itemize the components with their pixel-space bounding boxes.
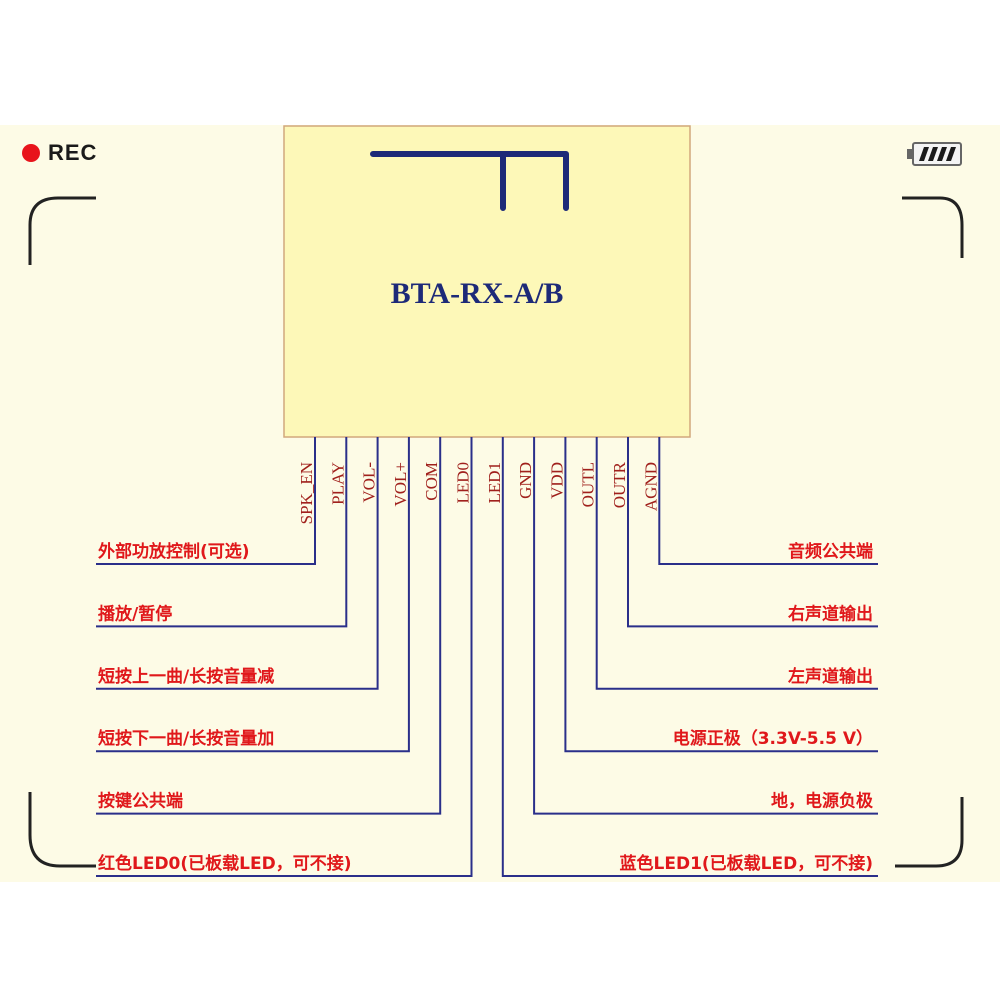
pin-description-vol: 短按下一曲/长按音量加 [98,728,274,749]
corner-bottom-right [895,797,964,868]
wire-outl [595,437,878,690]
wire-spk-en [96,437,316,565]
wire-vdd [564,437,878,753]
wire-outr [627,437,878,628]
corner-top-right [902,196,964,258]
pin-label-spk-en: SPK_EN [297,462,316,524]
pin-description-spk-en: 外部功放控制(可选) [98,541,250,562]
module-title: BTA-RX-A/B [391,277,564,310]
pin-label-vol: VOL+ [391,462,410,507]
pin-label-play: PLAY [328,462,347,505]
pin-description-play: 播放/暂停 [98,603,172,624]
pin-description-vdd: 电源正极（3.3V-5.5 V） [673,728,873,749]
pin-label-vol: VOL- [360,462,379,503]
pcb-antenna-icon [370,151,569,211]
pin-description-outl: 左声道输出 [788,666,873,687]
wire-led0 [96,437,473,877]
wire-play [96,437,348,628]
record-dot-icon [22,144,40,162]
wire-vol [96,437,379,690]
viewfinder-corners [28,196,964,868]
pin-description-com: 按键公共端 [98,791,183,812]
pin-description-vol: 短按上一曲/长按音量减 [98,666,274,687]
pin-label-com: COM [422,462,441,501]
pin-label-led0: LED0 [454,462,473,504]
corner-bottom-left [28,792,96,868]
pin-description-outr: 右声道输出 [788,603,873,624]
wire-vol [96,437,410,753]
pin-label-outr: OUTR [610,461,629,508]
pin-description-led1: 蓝色LED1(已板载LED，可不接) [620,853,873,874]
pin-label-led1: LED1 [485,462,504,504]
pin-label-gnd: GND [516,462,535,499]
wire-gnd [533,437,878,815]
wire-com [96,437,442,815]
wire-led1 [501,437,878,877]
recording-indicator: REC [22,140,97,166]
pin-description-agnd: 音频公共端 [788,541,873,562]
pin-description-gnd: 地，电源负极 [771,791,873,812]
wire-agnd [658,437,878,565]
pin-descriptions: 外部功放控制(可选) 播放/暂停短按上一曲/长按音量减短按下一曲/长按音量加按键公… [98,541,873,874]
module-box [283,125,691,438]
pin-labels: SPK_EN PLAY VOL- VOL+ COM LED0 LED1 GND VDD OUTL O… [297,461,660,524]
corner-top-left [28,196,96,265]
pin-label-outl: OUTL [579,462,598,507]
pin-label-agnd: AGND [641,462,660,511]
pin-description-led0: 红色LED0(已板载LED，可不接) [98,853,351,874]
rec-label: REC [48,140,98,165]
pin-label-vdd: VDD [547,462,566,499]
pin-wires [96,437,878,877]
battery-full-icon [907,142,962,166]
